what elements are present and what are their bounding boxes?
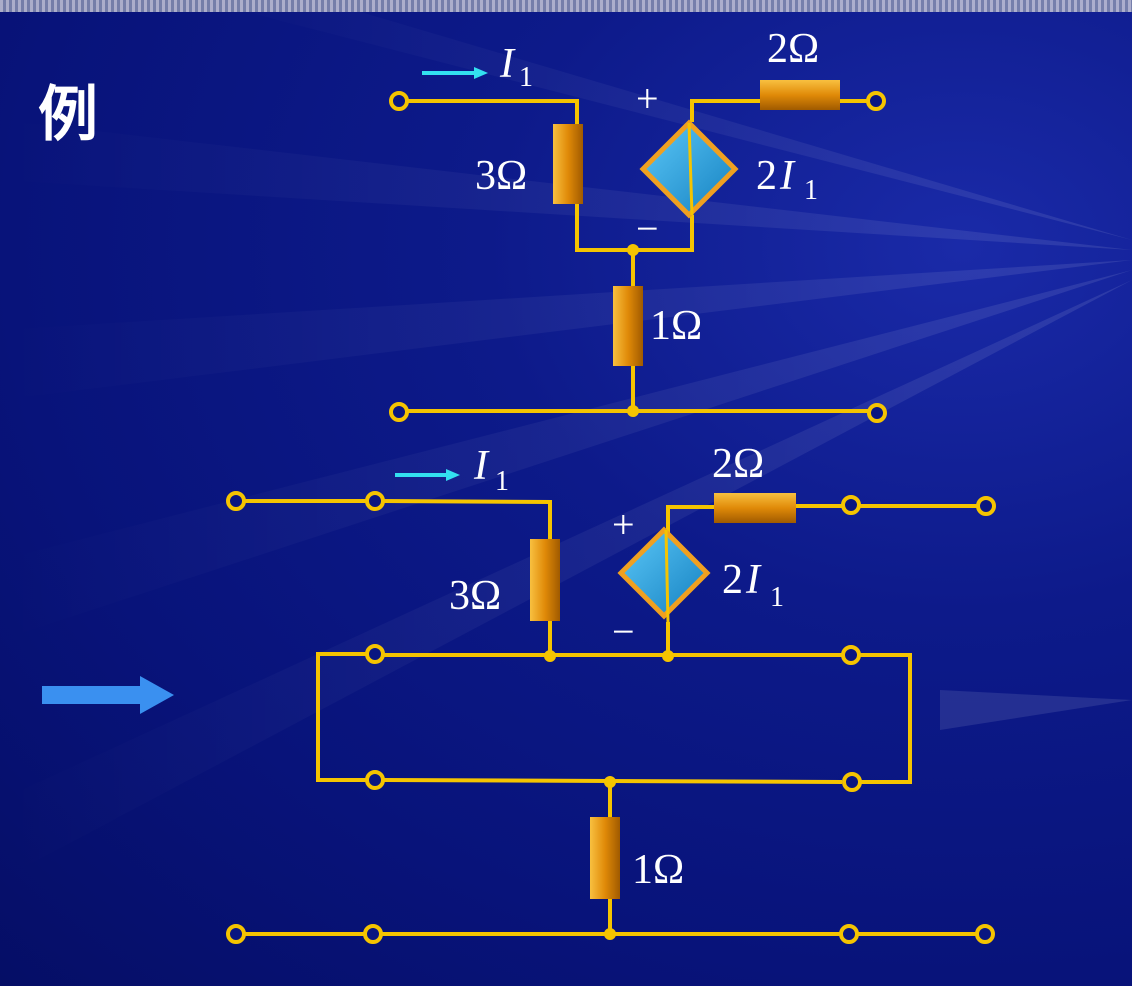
bottom-minus-sign: − <box>612 609 635 654</box>
example-heading: 例 <box>38 80 98 150</box>
bottom-node <box>604 928 616 940</box>
bottom-terminal <box>363 924 383 944</box>
bottom-source-var: I <box>745 557 762 603</box>
transform-arrow <box>42 676 174 714</box>
bottom-terminal <box>841 645 861 665</box>
top-label-3ohm: 3Ω <box>475 153 527 199</box>
bottom-terminal <box>365 644 385 664</box>
top-resistor-3ohm <box>553 124 583 204</box>
bottom-terminal <box>365 491 385 511</box>
bottom-dependent-source <box>617 526 711 620</box>
bottom-terminal <box>841 495 861 515</box>
bottom-label-3ohm: 3Ω <box>449 573 501 619</box>
bottom-node <box>662 650 674 662</box>
bottom-circuit: I 1 3Ω 2Ω 1Ω + − 2 I 1 <box>226 441 996 944</box>
top-current-arrow <box>422 67 488 79</box>
bottom-terminal <box>976 496 996 516</box>
bottom-terminal <box>365 770 385 790</box>
bottom-source-coef: 2 <box>722 557 743 603</box>
bottom-label-1ohm: 1Ω <box>632 847 684 893</box>
bottom-node <box>544 650 556 662</box>
top-minus-sign: − <box>636 206 659 251</box>
top-resistor-1ohm <box>613 286 643 366</box>
bottom-resistor-1ohm <box>590 817 620 899</box>
top-circuit: I 1 3Ω 2Ω 1Ω + − 2 I 1 <box>389 26 887 423</box>
top-source-coef: 2 <box>756 153 777 199</box>
top-resistor-2ohm <box>760 80 840 110</box>
top-terminals <box>389 91 887 423</box>
top-terminal-tr <box>866 91 886 111</box>
bottom-terminal <box>226 924 246 944</box>
bottom-terminal <box>839 924 859 944</box>
bottom-terminal <box>842 772 862 792</box>
bottom-resistor-3ohm <box>530 539 560 621</box>
bottom-terminals <box>226 491 996 944</box>
bottom-current-arrow <box>395 469 460 481</box>
top-source-sub: 1 <box>804 175 818 206</box>
top-node-mid <box>627 244 639 256</box>
top-label-2ohm: 2Ω <box>767 26 819 72</box>
top-current-sub: 1 <box>519 62 533 93</box>
bottom-plus-sign: + <box>612 502 635 547</box>
top-decorative-band <box>0 0 1132 12</box>
top-plus-sign: + <box>636 76 659 121</box>
bottom-source-sub: 1 <box>770 582 784 613</box>
bottom-current-label: I <box>473 443 490 489</box>
bottom-current-sub: 1 <box>495 466 509 497</box>
bottom-terminal <box>975 924 995 944</box>
top-node-bottom <box>627 405 639 417</box>
bottom-label-2ohm: 2Ω <box>712 441 764 487</box>
top-source-var: I <box>779 153 796 199</box>
top-terminal-br <box>867 403 887 423</box>
bottom-terminal <box>226 491 246 511</box>
top-terminal-bl <box>389 402 409 422</box>
top-current-label: I <box>499 41 516 87</box>
bottom-node <box>604 776 616 788</box>
top-label-1ohm: 1Ω <box>650 303 702 349</box>
bottom-resistor-2ohm <box>714 493 796 523</box>
top-terminal-tl <box>389 91 409 111</box>
